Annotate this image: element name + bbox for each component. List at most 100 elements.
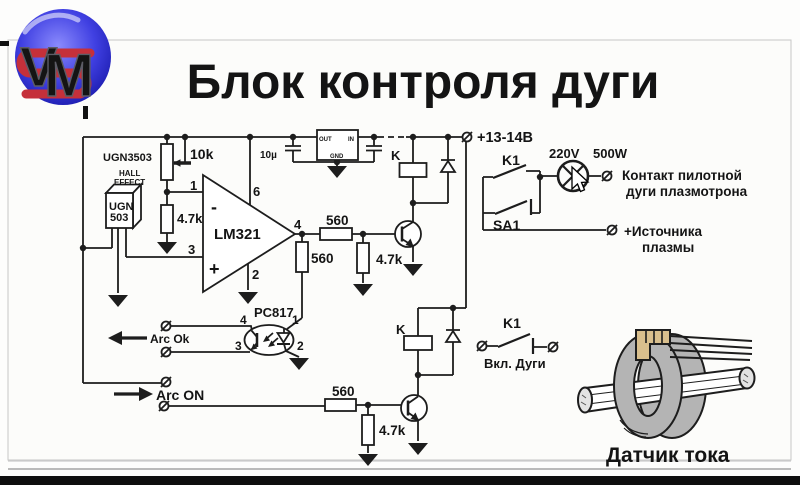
sa1-label: SA1 (493, 217, 520, 233)
contact-block-top: K1 SA1 (492, 152, 533, 233)
terminal-icon (158, 400, 170, 412)
voltage-regulator: OUT IN GND 10µ (260, 129, 359, 161)
sensor-type-label-2: EFFECT (114, 178, 145, 187)
flyback-diode (444, 329, 462, 343)
pin-3: 3 (188, 242, 195, 257)
r6-value: 4.7k (379, 423, 406, 438)
regulator-gnd-label: GND (330, 154, 344, 160)
arc-ok-label: Arc Ok (150, 332, 190, 346)
emitter-arrow (405, 238, 414, 248)
potentiometer-10k (160, 143, 174, 181)
sensor-type-label-1: HALL (119, 169, 140, 178)
sensor-part-label: UGN3503 (103, 152, 152, 164)
regulator-box (316, 129, 359, 161)
cable-end-right (738, 366, 756, 390)
arc-on-label: Arc ON (156, 387, 204, 403)
resistors (160, 143, 375, 446)
opamp-minus: - (211, 197, 217, 217)
r3-value: 560 (311, 251, 334, 266)
mouse-cursor (571, 165, 590, 193)
opto-pin-3: 3 (235, 339, 242, 353)
emitter-arrow (410, 412, 419, 421)
k1-top-label: K1 (502, 152, 520, 168)
resistor-560-arcon (324, 398, 357, 412)
relay-label: K (396, 322, 406, 337)
opamp-triangle (202, 173, 297, 294)
logo-letter-v: V (20, 35, 57, 98)
terminal-icon (547, 341, 559, 353)
current-sensor-illustration: Датчик тока (577, 329, 756, 467)
resistor-4k7-input (160, 204, 174, 234)
opto-pin-2: 2 (297, 339, 304, 353)
regulator-in-label: IN (348, 137, 354, 143)
pilot-contact-line2: дуги плазмотрона (626, 184, 748, 199)
opto-part-label: PC817 (254, 305, 294, 320)
sensor-chip (635, 329, 753, 361)
relay-coil (398, 162, 428, 178)
relay-coil (403, 335, 433, 351)
transistor-q1 (394, 220, 422, 248)
k1-bottom-label: K1 (503, 315, 521, 331)
r4-value: 4.7k (376, 252, 403, 267)
page-title: Блок контроля дуги (187, 56, 660, 109)
flyback-diode (439, 159, 457, 173)
pot-wiper-arrow (173, 159, 181, 167)
relay-label: K (391, 148, 401, 163)
opto-pin-4: 4 (240, 313, 247, 327)
pin-4: 4 (294, 217, 302, 232)
r2-value: 560 (326, 213, 349, 228)
signal-labels: Arc Ok Arc ON +13-14В Контакт пилотной д… (108, 130, 748, 403)
relay-top: K (391, 148, 457, 178)
arc-switch-label: Вкл. Дуги (484, 356, 546, 371)
resistor-4k7-arcon (361, 414, 375, 446)
terminal-icon (461, 131, 473, 143)
hall-sensor: UGN 503 UGN3503 HALL EFFECT (103, 152, 152, 231)
logo-red-ribbon (16, 48, 95, 99)
contact-block-bottom: K1 Вкл. Дуги (484, 315, 546, 371)
logo-letter-m: M (44, 42, 94, 109)
relay-bottom: K (396, 322, 462, 351)
wires (82, 136, 606, 453)
cable-end-left (577, 386, 593, 414)
junction-dots (79, 133, 544, 409)
pin-1: 1 (190, 178, 197, 193)
opamp-part-label: LM321 (214, 226, 261, 243)
terminal-icon (160, 346, 172, 358)
regulator-out-label: OUT (319, 137, 332, 143)
resistor-4k7-pulldown (356, 242, 370, 274)
r1-value: 4.7k (177, 211, 203, 226)
sensor-box-side (132, 182, 142, 231)
resistor-560-base (319, 227, 353, 241)
opto-pin-1: 1 (292, 313, 299, 327)
sensor-leads (669, 335, 753, 361)
sensor-box-label-1: UGN (109, 201, 134, 213)
supply-label: +13-14В (477, 130, 533, 146)
logo-highlight (22, 12, 81, 35)
logo-tick (83, 106, 88, 119)
light-arrow-1 (263, 335, 270, 342)
opamp: - + LM321 1 3 6 2 4 (188, 173, 302, 294)
resistor-560-opto (295, 241, 309, 273)
pin-2: 2 (252, 267, 259, 282)
edge-tick (0, 41, 9, 46)
logo: V M (15, 9, 111, 110)
terminals (158, 131, 618, 412)
opamp-plus: + (209, 259, 220, 279)
plasma-source-line1: +Источника (624, 224, 702, 239)
pot-value: 10k (190, 146, 214, 162)
ground-symbols (108, 166, 428, 466)
plasma-source-line2: плазмы (642, 240, 694, 255)
terminal-icon (601, 170, 613, 182)
terminal-icon (476, 340, 488, 352)
transistor-q2 (400, 394, 428, 422)
bottom-black-bar (0, 476, 800, 485)
pin-6: 6 (253, 184, 260, 199)
current-sensor-caption: Датчик тока (606, 444, 730, 467)
terminal-icon (160, 376, 172, 388)
r5-value: 560 (332, 384, 355, 399)
terminal-icon (606, 224, 618, 236)
capacitor-value: 10µ (260, 150, 277, 161)
schematic: UGN 503 UGN3503 HALL EFFECT - + LM321 1 … (79, 129, 748, 466)
